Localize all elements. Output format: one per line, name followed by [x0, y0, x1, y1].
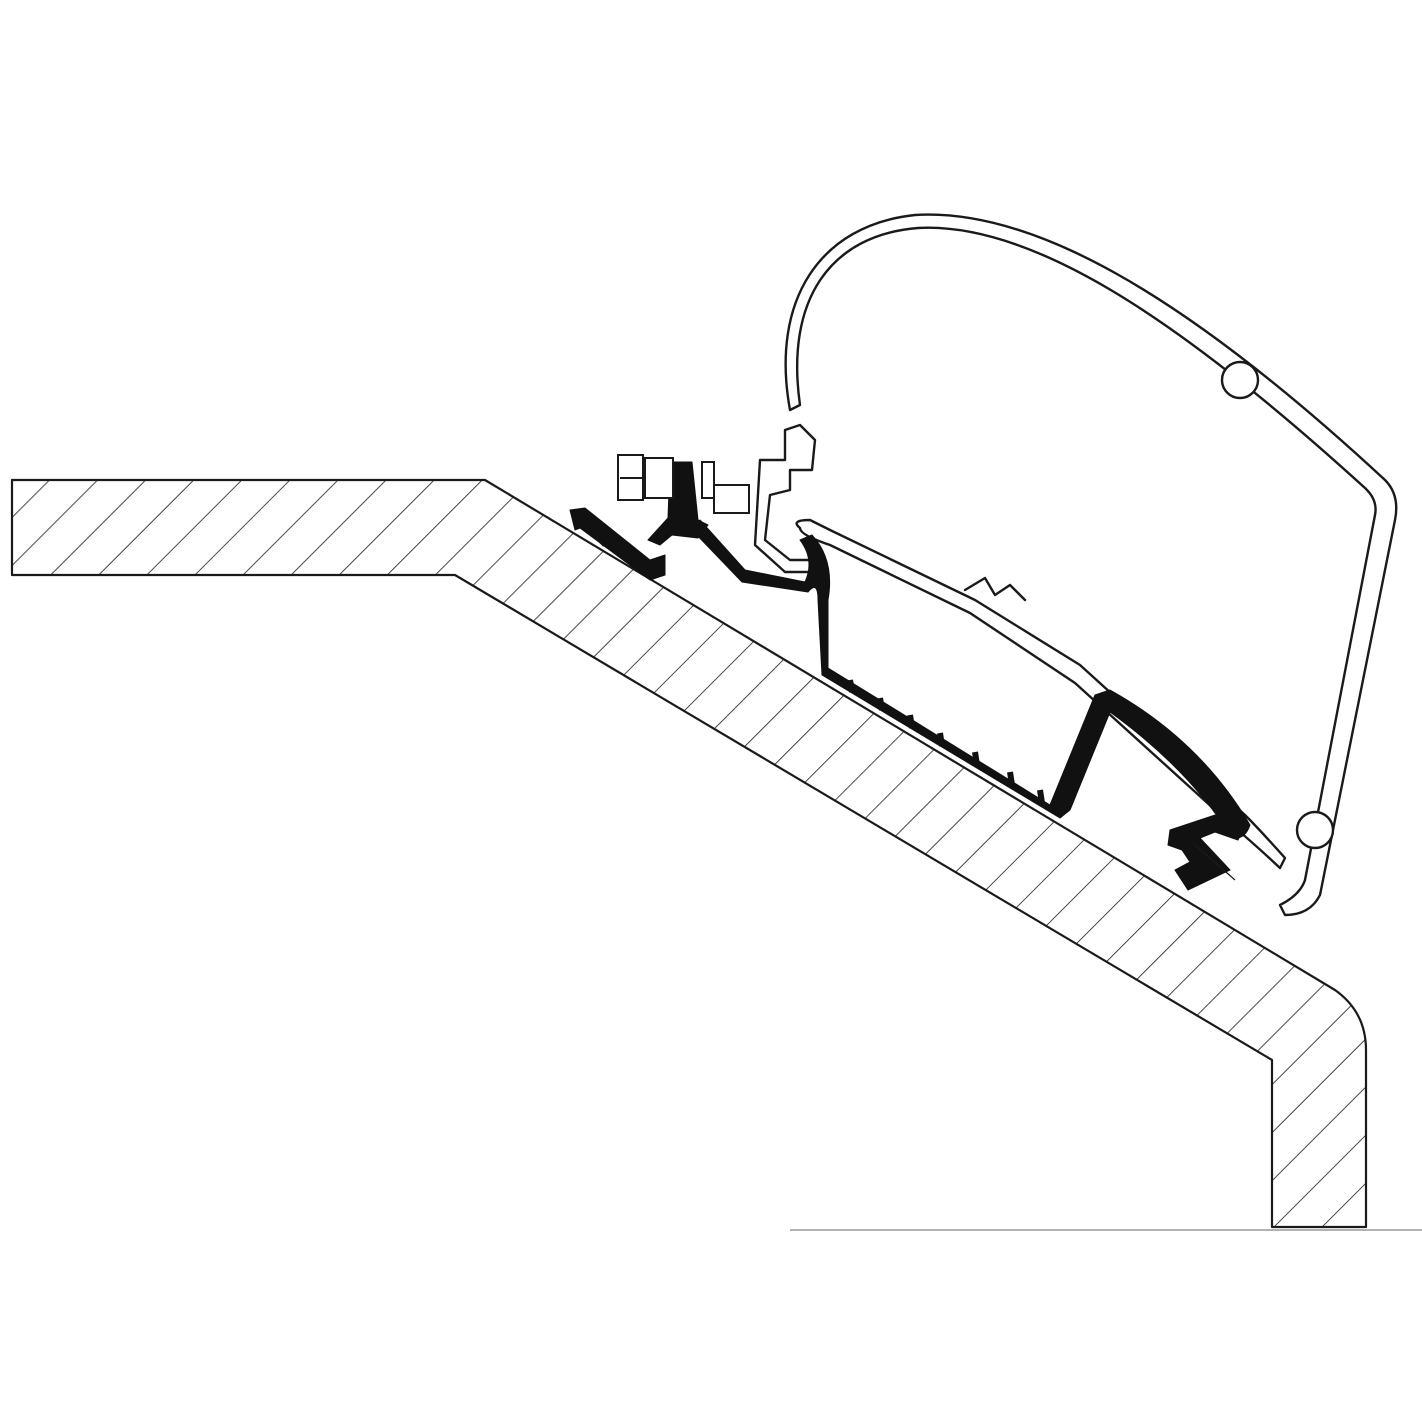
roof-wall-outline: [10, 478, 1368, 1229]
adapter-rail-teeth: [847, 679, 1045, 804]
end-clip-center-mark: [1194, 844, 1236, 881]
bolt-nut: [644, 457, 674, 499]
bolt-washer: [701, 461, 715, 499]
awning-case-spring-mark: [963, 576, 1027, 602]
awning-case-clip-lower: [1295, 810, 1335, 850]
awning-case-clip-upper: [1220, 360, 1260, 400]
awning-case-hook: [753, 423, 822, 574]
end-clip: [1167, 814, 1246, 891]
adapter-rail-body: [693, 519, 1251, 839]
adapter-vertical-post: [647, 461, 709, 546]
adapter-left-clamp-teeth: [593, 533, 647, 567]
bolt-assembly: [617, 454, 750, 514]
roof-wall-section: [10, 478, 1368, 1229]
mounting-adapter-rail: [569, 461, 1251, 839]
awning-case-outer: [784, 213, 1398, 917]
awning-case-lower-arm: [795, 518, 1287, 870]
bolt-shaft: [713, 484, 750, 514]
awning-case: [753, 213, 1398, 917]
